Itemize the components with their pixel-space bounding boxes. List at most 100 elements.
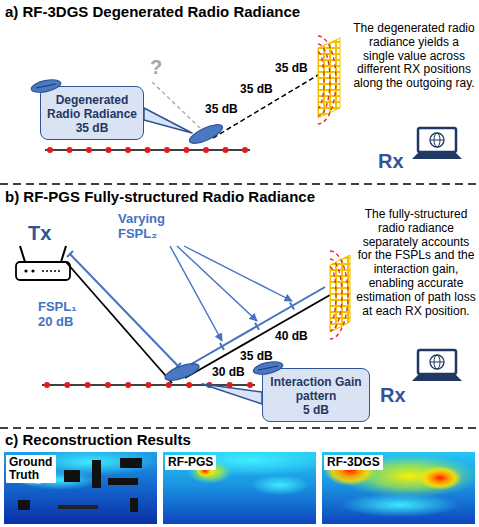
leader-line [184,246,292,301]
globe-line [430,362,444,363]
description-text: The fully-structured radio radiance sepa… [356,208,476,318]
wavefront-arcs [318,36,336,124]
transmitter-label: Tx [28,222,51,245]
router-led [42,270,62,272]
node-title: Interaction Gain pattern [268,376,364,404]
laptop-screen [418,128,456,152]
wavefront-arc [330,251,348,339]
wavefront-arc [330,259,342,331]
incident-ray [66,262,172,383]
callout-box: Degenerated Radio Radiance35 dB [40,86,144,140]
surface-point [242,147,248,153]
heatmap-image [4,452,157,524]
leader-line [170,246,222,341]
router-led [24,269,27,272]
heatmap-wall [18,500,30,510]
measure-tick [290,303,294,310]
ellipsoid-axis [258,366,278,370]
fspl-measure [70,254,178,366]
node-title: Degenerated Radio Radiance [46,94,138,122]
panel-heading: c) Reconstruction Results [5,431,191,448]
fspl-label: FSPL₁ 20 dB [38,300,92,330]
receiver-grid [318,38,340,118]
heatmap-blob [163,452,316,476]
ellipsoid-axis [36,84,56,88]
node-title: Ground Truth [9,456,53,482]
path-loss-value: 35 dB [240,83,273,97]
measure-tick [255,323,259,330]
unknown-mark: ? [150,56,162,79]
router-antenna [61,246,66,262]
surface-point [106,147,112,153]
router-body [16,262,70,280]
router-antenna [20,246,25,262]
ellipsoid-icon [251,361,285,375]
surface-point [105,382,111,388]
wavefront-arc [318,36,336,124]
callout-tail [202,384,262,404]
ellipsoid-icon [29,79,63,93]
wavefront-arc [318,52,324,108]
image-label: RF-PGS [165,455,216,470]
path-loss-value: 35 dB [240,350,273,364]
surface-point [64,382,70,388]
surface-point [146,382,152,388]
wavefront-arc [318,44,330,116]
heatmap-wall [120,458,142,468]
node-value: 5 dB [268,404,364,418]
heatmap-blob [340,493,460,517]
surface-point [184,147,190,153]
leader-line [177,246,257,321]
panel-separator [0,183,479,185]
path-loss-value: 30 dB [212,366,245,380]
heatmap-image [163,452,316,524]
surface-point [247,382,253,388]
laptop-base [412,375,462,381]
image-label: Ground Truth [6,455,56,483]
globe-icon [430,133,444,147]
laptop-icon [412,128,462,159]
surface-point [203,147,209,153]
surface-point [67,147,73,153]
node-title: RF-3DGS [327,456,380,469]
measure-tick [220,343,224,350]
globe-icon [430,355,444,369]
heatmap-blob [418,466,462,490]
surface-point [86,147,92,153]
globe-line [430,140,444,141]
reflected-ray [185,295,330,378]
callout-box: Interaction Gain pattern5 dB [262,368,370,422]
receiver-grid [330,255,350,332]
surface-point [44,382,50,388]
leader-lines [170,246,292,341]
surface-point [145,147,151,153]
ellipsoid-icon [252,361,284,375]
heatmap-image [322,452,475,524]
gaussian-ellipsoid [187,121,225,147]
heatmap-wall [130,498,138,512]
laptop-base [412,153,462,159]
heatmap-wall [58,505,98,509]
panel-heading: b) RF-PGS Fully-structured Radio Radianc… [5,188,315,205]
description-text: The degenerated radio radiance yields a … [352,22,476,91]
callout-tail [144,108,192,133]
laptop-icon [412,350,462,381]
fspl-label: Varying FSPL₂ [118,212,184,242]
surface-points [47,147,248,153]
path-loss-value: 40 dB [275,330,308,344]
gaussian-ellipsoid [163,360,201,384]
router-led [31,269,34,272]
node-value: 35 dB [46,122,138,136]
surface-point [186,382,192,388]
heatmap-wall [108,478,138,485]
surface-point [125,147,131,153]
router-icon [16,246,70,280]
surface-point [47,147,53,153]
panel-heading: a) RF-3DGS Degenerated Radio Radiance [5,3,300,20]
measure-tick [67,251,73,257]
fspl-measure [181,287,325,370]
node-title: RF-PGS [168,456,213,469]
panel-separator [0,427,479,429]
ellipsoid-icon [30,79,62,93]
heatmap-wall [64,470,80,482]
